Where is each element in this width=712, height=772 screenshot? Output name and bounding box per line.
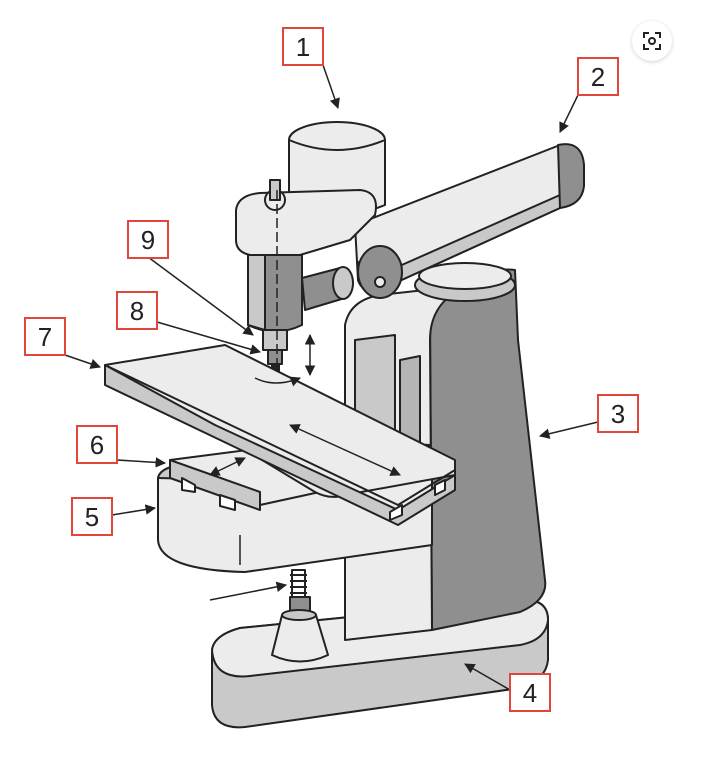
callout-1: 1 <box>282 27 324 66</box>
ram-pivot <box>357 245 403 299</box>
callout-label: 6 <box>90 430 104 460</box>
callout-label: 1 <box>296 32 310 62</box>
spindle <box>262 329 288 351</box>
callout-label: 9 <box>141 225 155 255</box>
callout-label: 2 <box>591 62 605 92</box>
callout-label: 3 <box>611 399 625 429</box>
machine-illustration <box>104 121 585 729</box>
callout-label: 4 <box>523 678 537 708</box>
callout-2: 2 <box>577 57 619 96</box>
callout-8: 8 <box>116 291 158 330</box>
callout-9: 9 <box>127 220 169 259</box>
callout-label: 5 <box>85 502 99 532</box>
callout-6: 6 <box>76 425 118 464</box>
callout-5: 5 <box>71 497 113 536</box>
table <box>104 364 456 526</box>
column-side <box>429 268 547 631</box>
head-housing <box>235 189 377 256</box>
callout-4: 4 <box>509 673 551 712</box>
callout-label: 7 <box>38 322 52 352</box>
visual-search-button[interactable] <box>632 21 672 61</box>
callout-label: 8 <box>130 296 144 326</box>
jack <box>271 614 329 663</box>
callout-7: 7 <box>24 317 66 356</box>
leader-lines <box>64 64 599 691</box>
callout-3: 3 <box>597 394 639 433</box>
visual-search-icon <box>643 32 661 50</box>
overarm-end <box>557 143 585 209</box>
